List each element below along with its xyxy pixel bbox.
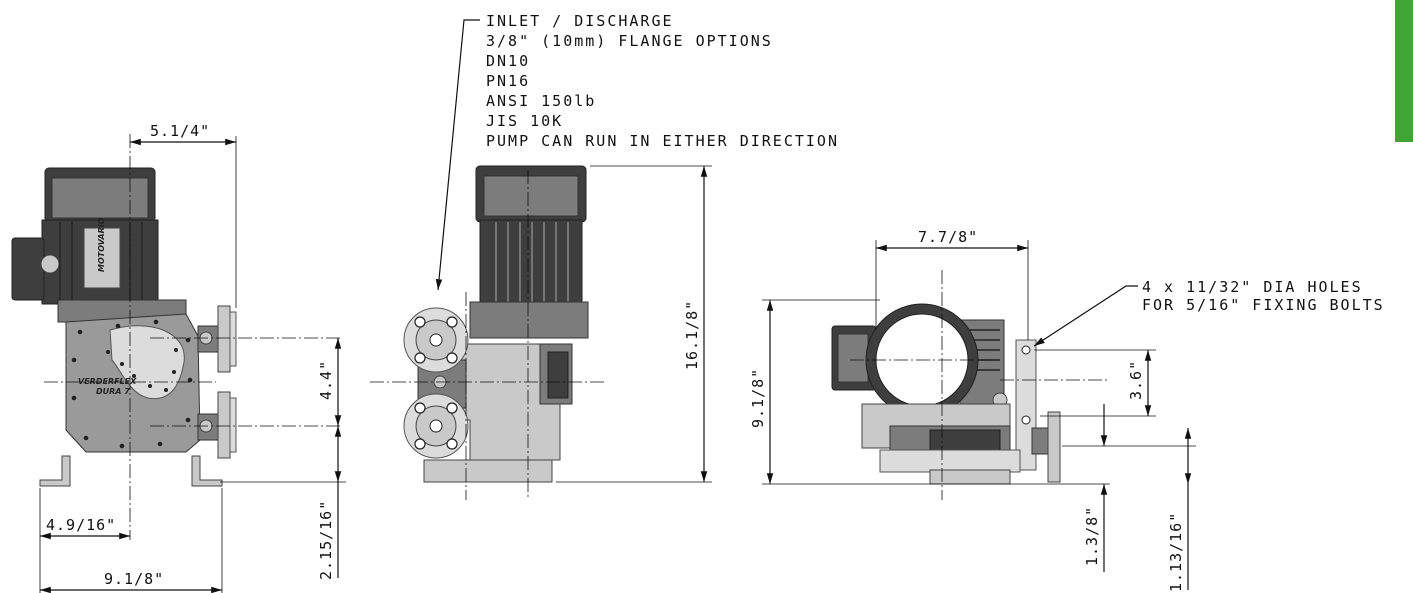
flange-upper [197,305,237,373]
note-line-5: ANSI 150lb [486,92,596,110]
dim-overall-length: 9.1/8" [104,570,164,588]
terminal-box [11,237,45,301]
note-line-6: JIS 10K [486,112,563,130]
side-view: MOTOVARIO VERDERFLEX DURA 7 [11,122,346,593]
dim-flange-offset-a: 1.3/8" [1083,506,1101,566]
fixing-holes-note: 4 x 11/32" DIA HOLES FOR 5/16" FIXING BO… [1142,278,1385,314]
dim-overall-height: 16.1/8" [683,300,701,370]
dim-flange-offset-b: 1.13/16" [1167,512,1185,592]
dim-bolt-hole-offset: 3.6" [1127,360,1145,400]
dim-overall-depth: 9.1/8" [749,368,767,428]
front-view: INLET / DISCHARGE 3/8" (10mm) FLANGE OPT… [370,12,839,500]
dim-motor-offset: 5.1/4" [150,122,210,140]
note-line-1: INLET / DISCHARGE [486,12,674,30]
flange-lower [197,391,237,459]
brand-text-2: DURA 7 [96,387,130,396]
motor-nameplate [83,227,121,289]
dim-base-to-flange: 2.15/16" [317,500,335,580]
dim-flange-spacing: 4.4" [317,360,335,400]
dim-bolt-spacing: 7.7/8" [918,228,978,246]
green-side-tab [1395,0,1413,142]
motor-brand-label: MOTOVARIO [97,217,106,272]
note-line-7: PUMP CAN RUN IN EITHER DIRECTION [486,132,839,150]
front-flange-lower [403,393,469,459]
dim-base-to-centerline: 4.9/16" [46,516,116,534]
front-motor-body [479,219,583,307]
flange-notes: INLET / DISCHARGE 3/8" (10mm) FLANGE OPT… [486,12,839,150]
top-view: 4 x 11/32" DIA HOLES FOR 5/16" FIXING BO… [749,228,1385,592]
holes-note-line-1: 4 x 11/32" DIA HOLES [1142,278,1363,296]
brand-text-1: VERDERFLEX [78,377,137,386]
front-flange-upper [403,307,469,373]
note-line-2: 3/8" (10mm) FLANGE OPTIONS [486,32,773,50]
holes-note-line-2: FOR 5/16" FIXING BOLTS [1142,296,1385,314]
note-line-4: PN16 [486,72,530,90]
note-line-3: DN10 [486,52,530,70]
